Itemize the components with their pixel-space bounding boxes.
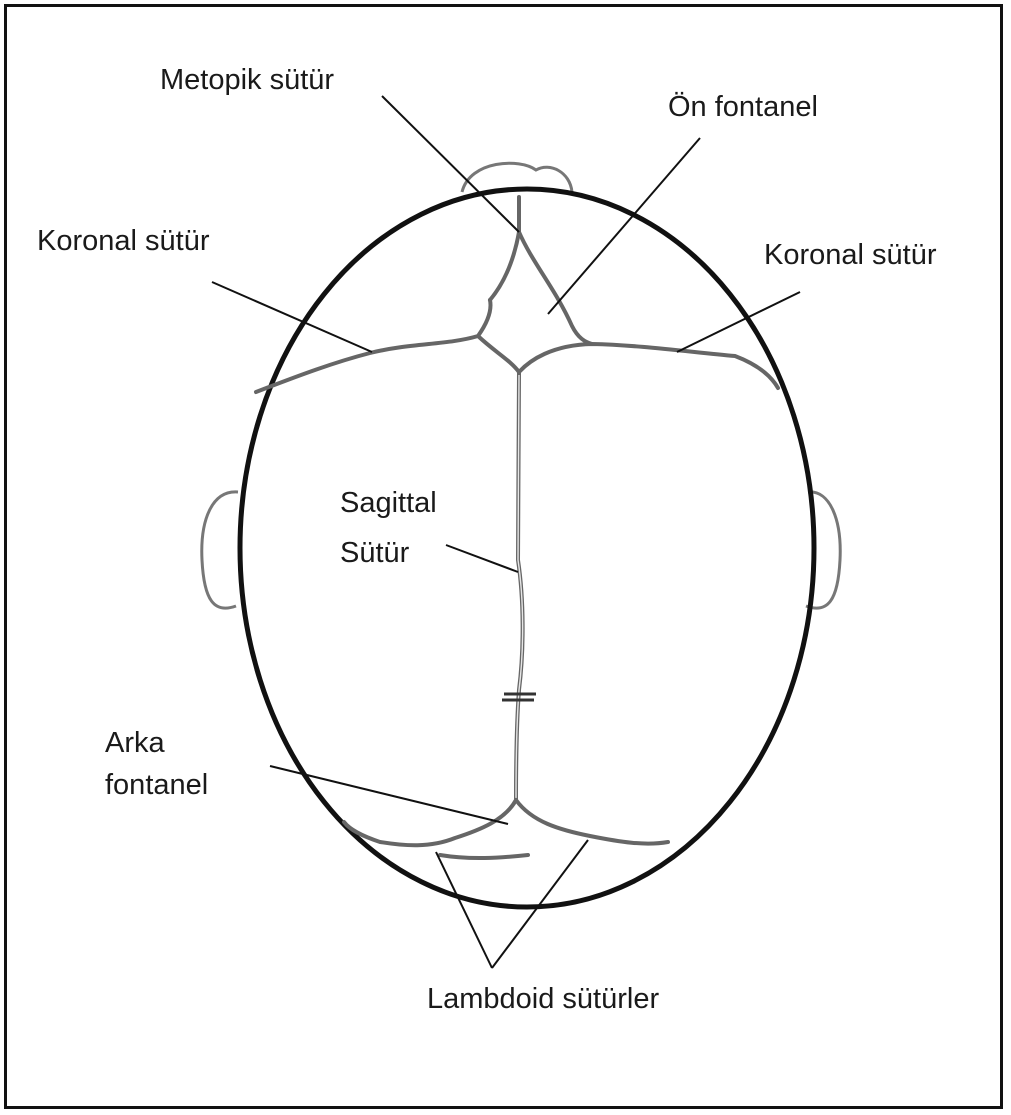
label-koronal-sutur-left: Koronal sütür (37, 225, 210, 257)
leader-sagittal (446, 545, 518, 572)
label-lambdoid-suturler: Lambdoid sütürler (427, 983, 659, 1015)
leader-on-fontanel (548, 138, 700, 314)
label-arka: Arka (105, 727, 166, 759)
leader-arka-fontanel (270, 766, 508, 824)
label-on-fontanel: Ön fontanel (668, 91, 818, 123)
posterior-fontanelle-lower (440, 855, 528, 858)
metopic-suture (490, 197, 519, 300)
label-metopik-sutur: Metopik sütür (160, 64, 334, 96)
leader-koronal-right (677, 292, 800, 352)
left-ear (202, 492, 238, 608)
label-sagittal: Sagittal (340, 487, 437, 519)
leader-lambdoid-left (436, 852, 492, 968)
skull-outline (240, 189, 814, 907)
label-koronal-sutur-right: Koronal sütür (764, 239, 937, 271)
label-sutur: Sütür (340, 537, 410, 569)
anterior-fontanelle-right-edge (519, 232, 592, 344)
label-fontanel: fontanel (105, 769, 208, 801)
